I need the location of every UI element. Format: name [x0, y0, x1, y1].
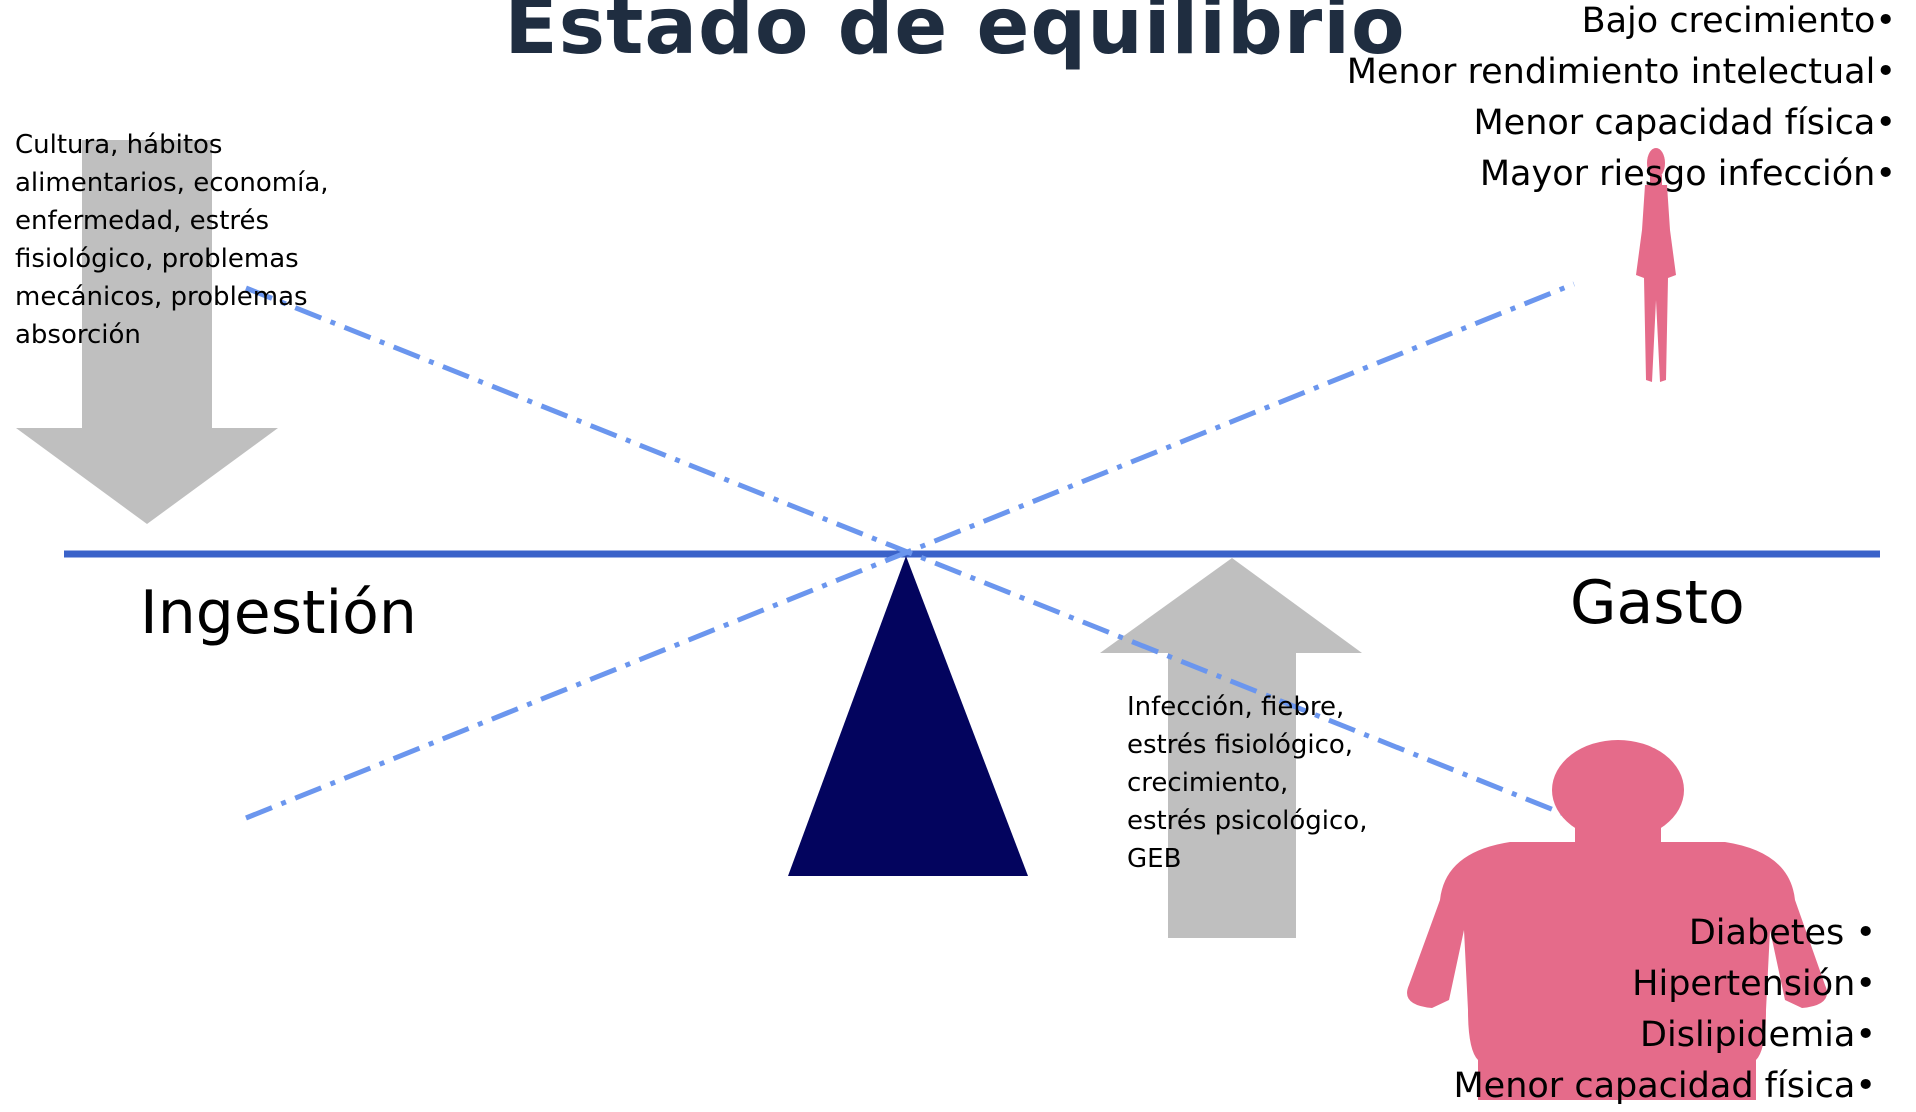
overnutrition-effects-list: Diabetes • Hipertensión• Dislipidemia• M… [1453, 908, 1876, 1112]
intake-label: Ingestión [140, 578, 417, 648]
undernutrition-effects-list: Bajo crecimiento• Menor rendimiento inte… [1347, 0, 1896, 200]
text-line: Cultura, hábitos [15, 130, 223, 160]
list-item: Diabetes • [1688, 913, 1876, 953]
list-item: Dislipidemia• [1640, 1015, 1876, 1055]
text-line: absorción [15, 320, 141, 350]
text-line: GEB [1127, 844, 1182, 874]
text-line: Infección, fiebre, [1127, 692, 1345, 722]
text-line: fisiológico, problemas [15, 244, 299, 274]
arrow-down-icon [16, 140, 278, 524]
list-item: Menor rendimiento intelectual• [1346, 52, 1896, 92]
text-line: estrés fisiológico, [1127, 730, 1354, 760]
expense-factors-text: Infección, fiebre, estrés fisiológico, c… [1127, 688, 1367, 878]
text-line: mecánicos, problemas [15, 282, 308, 312]
fulcrum-triangle [788, 556, 1028, 876]
tilt-line-expense-heavy [245, 281, 1575, 821]
text-line: crecimiento, [1127, 768, 1289, 798]
page-title: Estado de equilibrio [504, 0, 1406, 72]
list-item: Hipertensión• [1632, 964, 1876, 1004]
list-item: Mayor riesgo infección• [1479, 154, 1896, 194]
list-item: Menor capacidad física• [1453, 1066, 1876, 1106]
obese-woman-figure-icon [1407, 740, 1827, 1100]
intake-factors-text: Cultura, hábitos alimentarios, economía,… [15, 126, 329, 354]
arrow-up-icon [1100, 558, 1362, 938]
thin-woman-figure-icon [1636, 148, 1676, 382]
list-item: Menor capacidad física• [1473, 103, 1896, 143]
list-item: Bajo crecimiento• [1581, 1, 1896, 41]
expense-label: Gasto [1570, 568, 1745, 638]
text-line: estrés psicológico, [1127, 806, 1368, 836]
text-line: alimentarios, economía, [15, 168, 329, 198]
text-line: enfermedad, estrés [15, 206, 270, 236]
